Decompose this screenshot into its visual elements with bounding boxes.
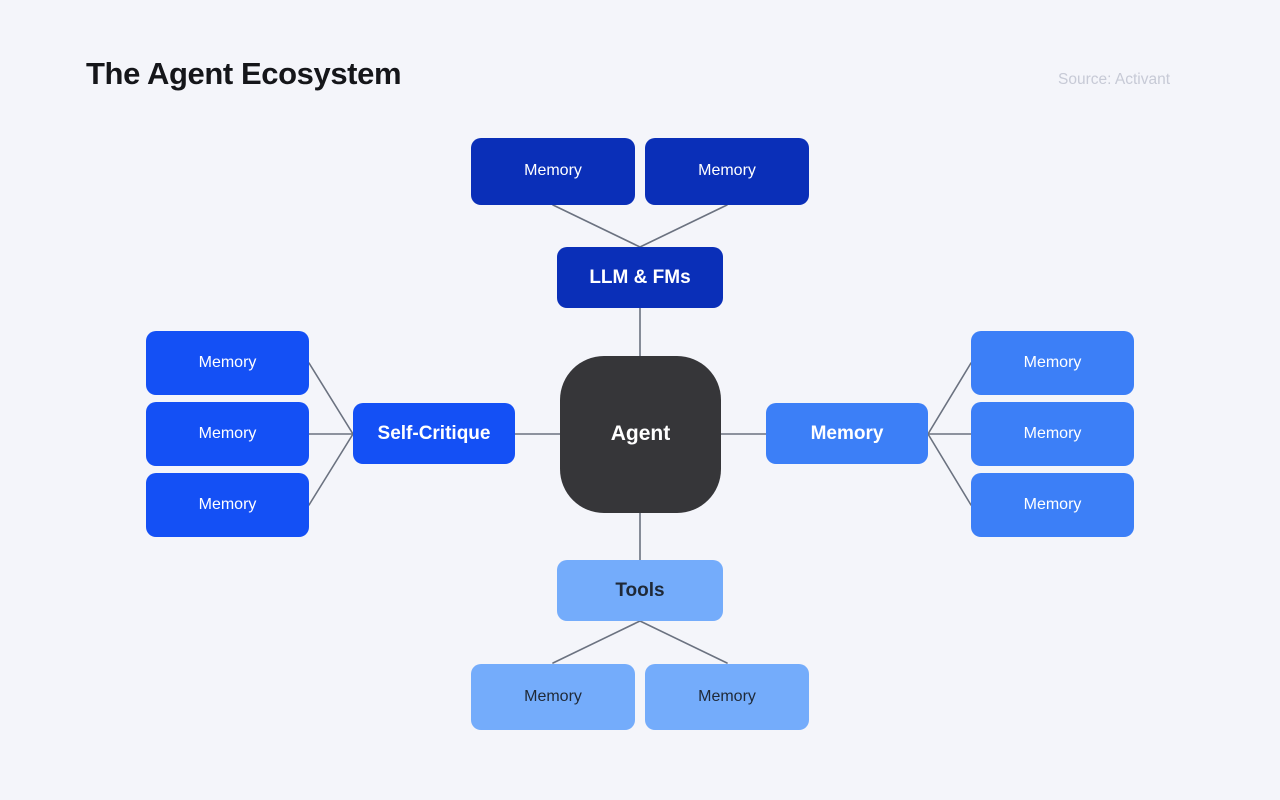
node-label: Memory: [524, 162, 582, 180]
edge-bottom-hub-to-leaf-0: [552, 620, 641, 664]
edge-right-hub-to-leaf-2: [927, 433, 972, 506]
node-top-memory-2[interactable]: Memory: [645, 138, 809, 205]
edge-top-leaf-0-to-hub: [552, 204, 641, 248]
node-label: Memory: [1023, 424, 1082, 442]
node-right-memory-hub[interactable]: Memory: [766, 403, 928, 464]
edge-bottom-hub-to-leaf-1: [639, 620, 728, 664]
node-label: Memory: [198, 424, 257, 442]
node-left-memory-3[interactable]: Memory: [146, 473, 309, 537]
node-left-memory-2[interactable]: Memory: [146, 402, 309, 466]
node-tools[interactable]: Tools: [557, 560, 723, 621]
node-label: Memory: [524, 687, 582, 705]
node-label: Agent: [610, 422, 671, 446]
node-label: Memory: [1023, 495, 1082, 513]
node-label: Memory: [810, 422, 884, 444]
node-top-memory-1[interactable]: Memory: [471, 138, 635, 205]
node-bottom-memory-1[interactable]: Memory: [471, 664, 635, 730]
node-label: Memory: [698, 687, 756, 705]
node-label: Memory: [198, 353, 257, 371]
source-attribution: Source: Activant: [1058, 71, 1171, 88]
node-bottom-memory-2[interactable]: Memory: [645, 664, 809, 730]
node-right-memory-3[interactable]: Memory: [971, 473, 1134, 537]
node-label: Memory: [1023, 353, 1082, 371]
edge-left-leaf-2-to-hub: [308, 433, 354, 506]
node-label: Memory: [198, 495, 257, 513]
node-left-memory-1[interactable]: Memory: [146, 331, 309, 395]
node-right-memory-2[interactable]: Memory: [971, 402, 1134, 466]
edge-top-leaf-1-to-hub: [639, 204, 728, 248]
node-label: LLM & FMs: [589, 266, 691, 288]
page-title: The Agent Ecosystem: [86, 56, 402, 91]
edge-right-hub-to-leaf-0: [927, 362, 972, 435]
node-label: Self-Critique: [377, 422, 491, 444]
node-label: Memory: [698, 162, 756, 180]
node-right-memory-1[interactable]: Memory: [971, 331, 1134, 395]
node-label: Tools: [615, 579, 665, 601]
edge-left-leaf-0-to-hub: [308, 362, 354, 435]
node-llm-and-fms[interactable]: LLM & FMs: [557, 247, 723, 308]
node-self-critique[interactable]: Self-Critique: [353, 403, 515, 464]
node-agent[interactable]: Agent: [560, 356, 721, 513]
